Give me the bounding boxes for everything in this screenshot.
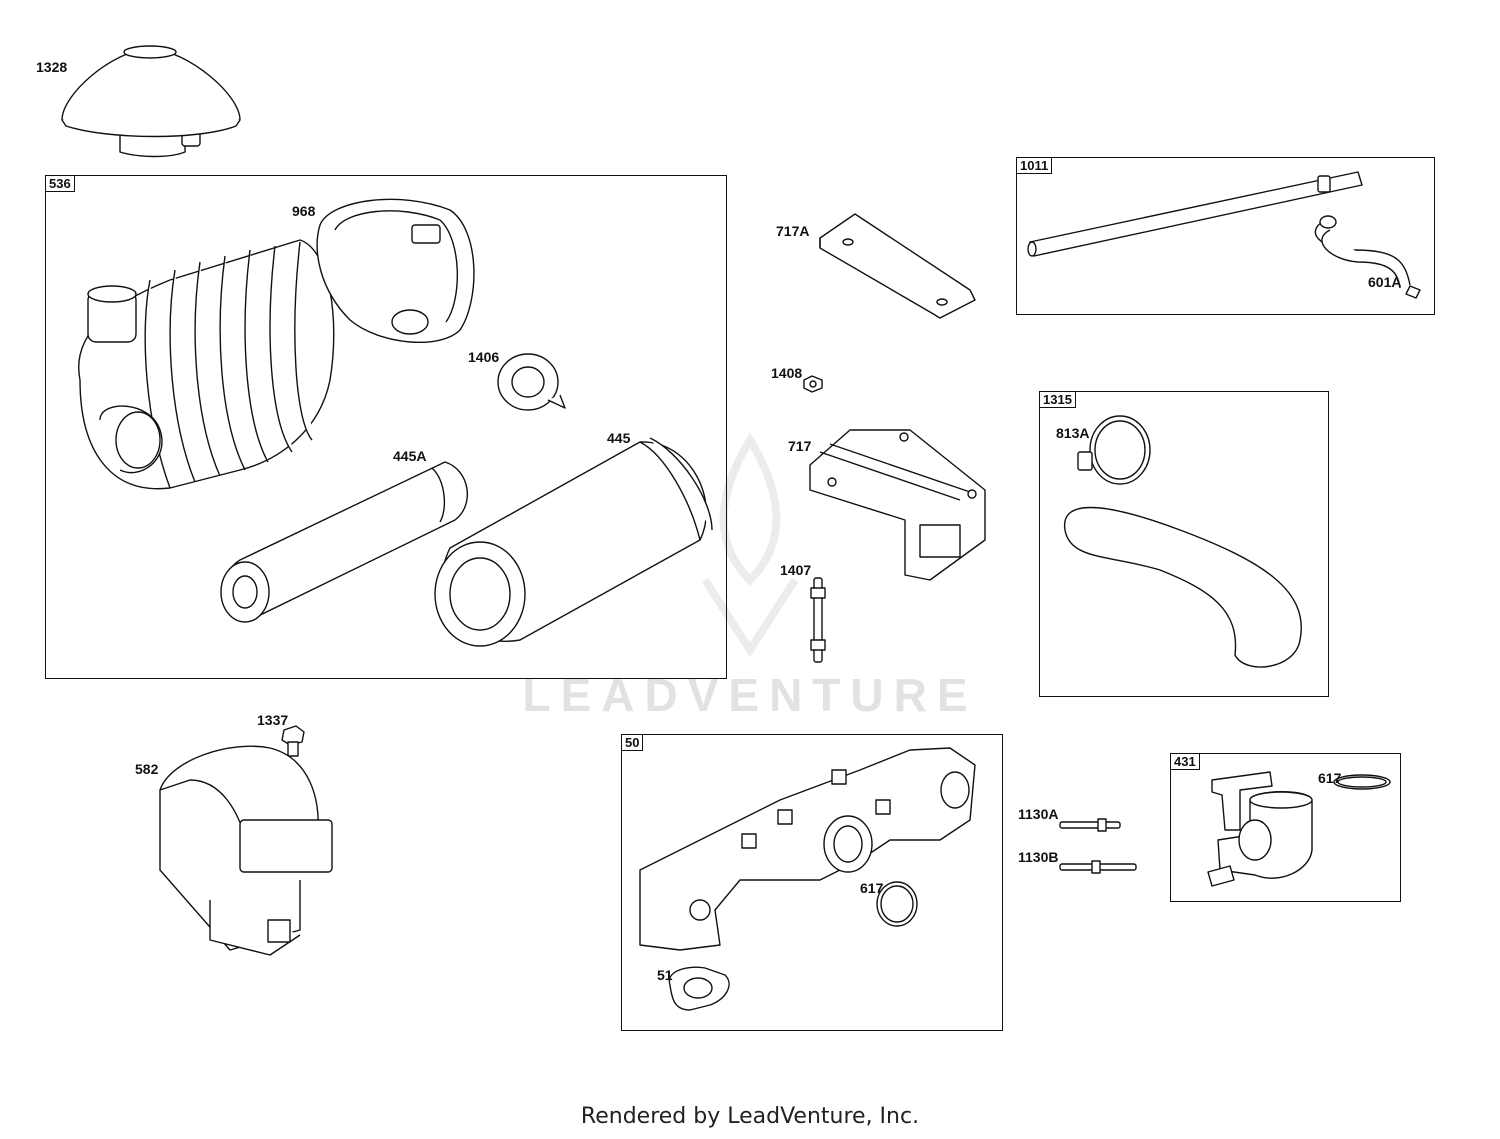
part-1011-tube <box>1027 171 1421 299</box>
part-label-582: 582 <box>135 761 159 777</box>
part-1328-rain-cap <box>61 45 241 158</box>
group-box-50 <box>621 734 1003 1031</box>
group-box-1011 <box>1016 157 1435 315</box>
watermark-logo <box>701 432 799 658</box>
part-label-1408: 1408 <box>771 365 803 381</box>
group-tag-1011: 1011 <box>1016 157 1053 174</box>
part-445-primary-filter <box>434 437 713 647</box>
part-1315-hose <box>1063 415 1302 668</box>
group-tag-1315: 1315 <box>1039 391 1076 408</box>
part-label-813A: 813A <box>1056 425 1090 441</box>
part-617-o-ring <box>876 881 918 927</box>
part-1130A-stud <box>1059 818 1121 832</box>
part-50-intake-manifold <box>639 747 976 951</box>
part-1408-nut <box>803 375 823 393</box>
part-label-968: 968 <box>292 203 316 219</box>
group-tag-536: 536 <box>45 175 75 192</box>
part-label-717: 717 <box>788 438 812 454</box>
part-1337-bolt <box>281 725 305 757</box>
part-968-cover <box>316 198 475 344</box>
part-label-717A: 717A <box>776 223 810 239</box>
part-label-445A: 445A <box>393 448 427 464</box>
part-445A-safety-filter <box>220 461 469 623</box>
part-label-1130A: 1130A <box>1018 806 1059 822</box>
part-label-617-elbow: 617 <box>1318 770 1342 786</box>
group-tag-50: 50 <box>621 734 644 751</box>
part-label-1406: 1406 <box>468 349 500 365</box>
part-1130B-stud <box>1059 860 1137 874</box>
part-label-1407: 1407 <box>780 562 812 578</box>
part-536-air-cleaner-housing <box>78 239 335 490</box>
part-431-elbow <box>1207 771 1313 887</box>
part-label-1337: 1337 <box>257 712 289 728</box>
part-717A-bracket <box>819 213 976 319</box>
part-717-bracket <box>809 429 986 581</box>
group-tag-431: 431 <box>1170 753 1200 770</box>
group-box-536 <box>45 175 727 679</box>
part-label-617-manifold: 617 <box>860 880 884 896</box>
footer-credit: Rendered by LeadVenture, Inc. <box>580 1104 920 1129</box>
part-582-mounting-band <box>159 745 333 956</box>
group-box-431 <box>1170 753 1401 902</box>
part-1407-stud <box>810 577 826 663</box>
part-label-1130B: 1130B <box>1018 849 1059 865</box>
group-box-1315 <box>1039 391 1329 697</box>
part-1406-valve <box>497 353 566 411</box>
part-51-gasket <box>668 966 730 1011</box>
part-label-601A: 601A <box>1368 274 1402 290</box>
part-label-1328: 1328 <box>36 59 68 75</box>
part-label-445: 445 <box>607 430 631 446</box>
part-label-51: 51 <box>657 967 673 983</box>
watermark: LEADVENTURE <box>522 669 978 721</box>
part-617-o-ring-431 <box>1333 774 1391 790</box>
